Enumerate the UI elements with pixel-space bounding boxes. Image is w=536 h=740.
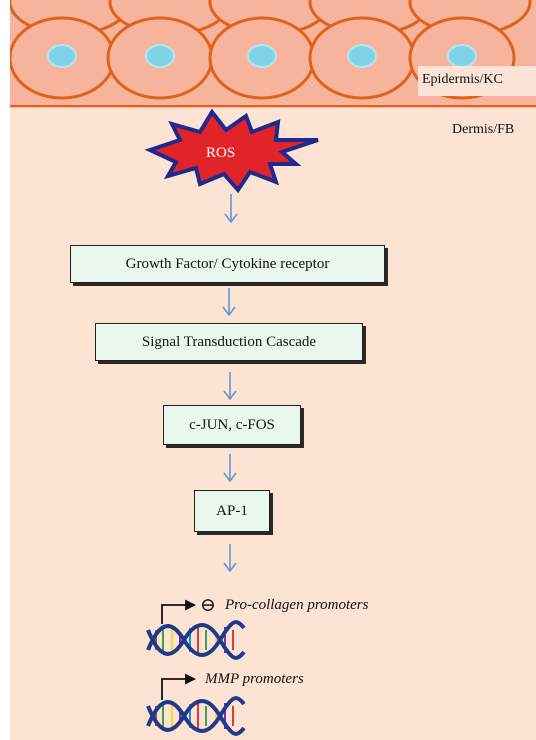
ap1-box: AP-1 [194, 490, 270, 532]
dermis-label: Dermis/FB [452, 122, 515, 137]
cell-nucleus [347, 44, 377, 68]
epidermis-label-bg [418, 66, 536, 96]
promoter-arrow-icon [161, 599, 197, 624]
arrow-down-icon [223, 454, 237, 483]
ros-starburst [144, 108, 319, 194]
cell-nucleus [145, 44, 175, 68]
epidermis-cell-layer [10, 0, 536, 108]
inhibit-icon: ⊖ [200, 595, 216, 616]
cascade-box: Signal Transduction Cascade [95, 323, 363, 361]
arrow-down-icon [224, 194, 238, 224]
promoter-arrow-icon [161, 673, 197, 700]
dna-helix-icon [146, 620, 246, 660]
cell-nucleus [447, 44, 477, 68]
flow-arrows [222, 194, 238, 573]
mmp-label: MMP promoters [205, 671, 304, 687]
cell-nucleus [247, 44, 277, 68]
arrow-down-icon [222, 288, 236, 317]
receptor-box: Growth Factor/ Cytokine receptor [70, 245, 385, 283]
promoter-arrows [161, 599, 197, 700]
jun-fos-box: c-JUN, c-FOS [163, 405, 301, 445]
arrow-down-icon [223, 544, 237, 573]
arrow-down-icon [223, 372, 237, 401]
cell-nucleus [47, 44, 77, 68]
procollagen-label: Pro-collagen promoters [225, 597, 369, 613]
ros-label: ROS [206, 145, 236, 161]
epidermis-label: Epidermis/KC [422, 72, 503, 87]
dna-helix-icon [146, 696, 246, 736]
